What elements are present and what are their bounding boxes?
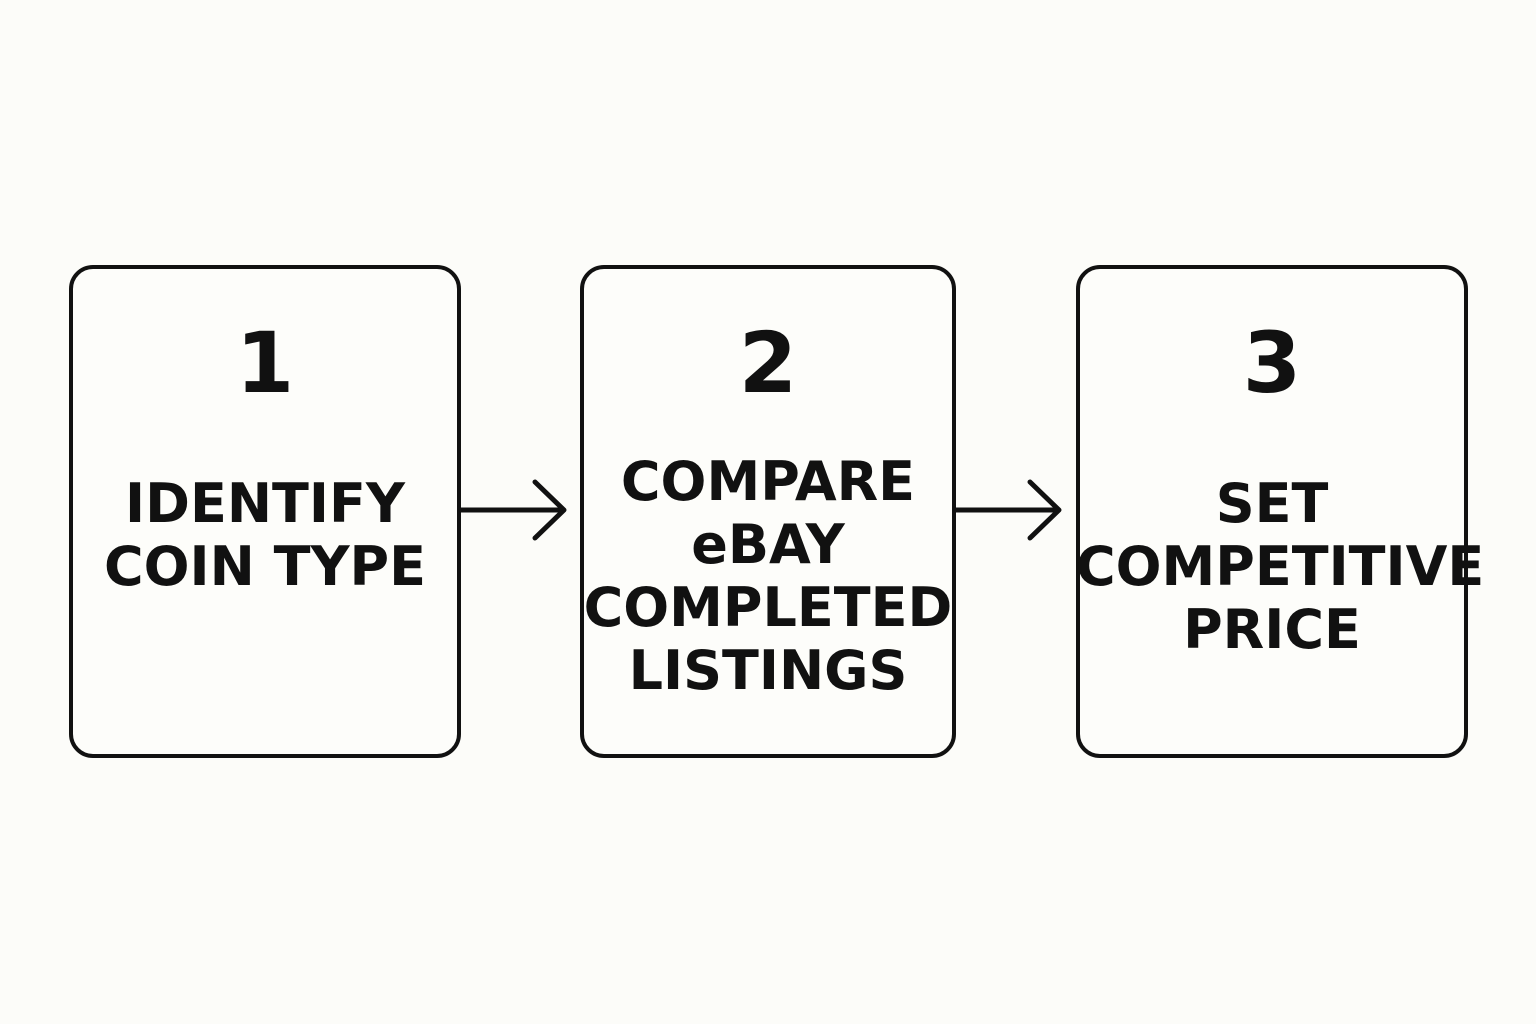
step-2-number: 2 — [738, 314, 798, 412]
step-1-box: 1 — [69, 265, 461, 758]
step-2-label-line: LISTINGS — [628, 639, 908, 702]
step-2-label-line: COMPARE — [620, 450, 916, 513]
step-3-label-line: PRICE — [1183, 598, 1361, 661]
step-1-number: 1 — [235, 314, 295, 412]
step-2-label-line: eBAY — [691, 513, 845, 576]
step-3-box: 3 — [1076, 265, 1468, 758]
step-1-label-line: COIN TYPE — [103, 535, 427, 598]
step-3-number: 3 — [1242, 314, 1302, 412]
arrow-icon-1-to-2 — [458, 479, 567, 541]
step-3-label: SET COMPETITIVE PRICE — [1076, 472, 1485, 661]
step-3-label-line: SET — [1215, 472, 1329, 535]
arrow-icon-2-to-3 — [953, 479, 1062, 541]
step-1-label: IDENTIFY COIN TYPE — [69, 472, 461, 598]
step-2-box: 2 — [580, 265, 956, 758]
step-2-label: COMPARE eBAY COMPLETED LISTINGS — [580, 450, 956, 702]
step-2-label-line: COMPLETED — [583, 576, 953, 639]
step-1-label-line: IDENTIFY — [125, 472, 405, 535]
step-3-label-line: COMPETITIVE — [1076, 535, 1485, 598]
